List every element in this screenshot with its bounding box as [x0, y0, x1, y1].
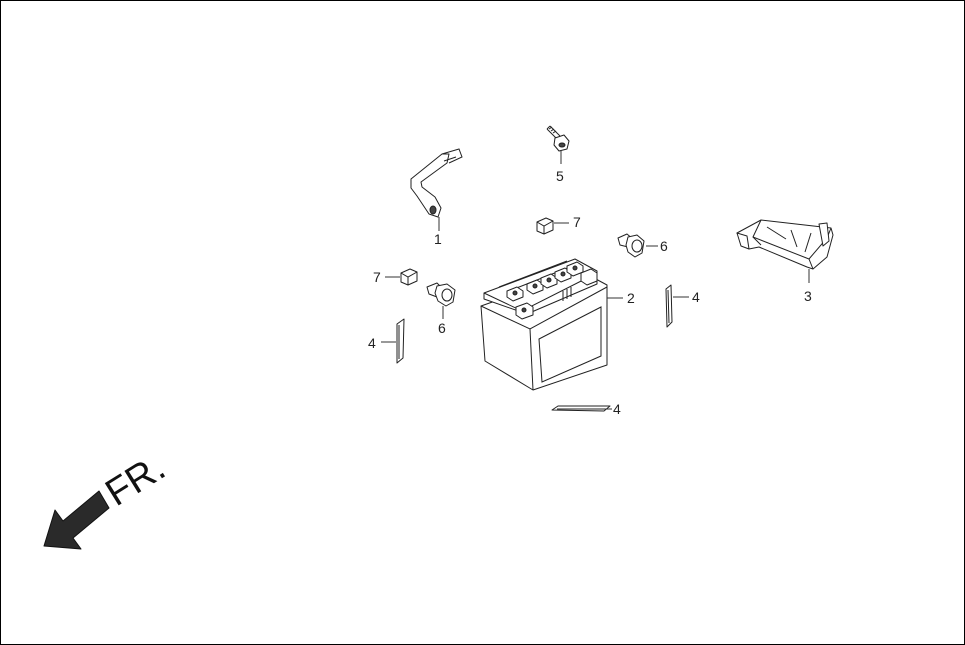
part-2-battery	[480, 258, 623, 391]
callout-1: 1	[434, 231, 442, 247]
part-4-pad-bottom	[551, 405, 612, 412]
callout-7-upper: 7	[573, 214, 581, 230]
part-7-nut-left	[385, 268, 418, 286]
callout-2: 2	[627, 290, 635, 306]
part-7-nut-upper	[536, 217, 569, 235]
part-3-battery-tray	[736, 219, 834, 283]
front-direction-arrow-icon	[43, 490, 110, 550]
callout-4-bottom: 4	[613, 401, 621, 417]
part-4-pad-left	[381, 318, 405, 364]
callout-5: 5	[556, 168, 564, 184]
part-4-pad-right	[665, 284, 689, 328]
part-6-bolt-left	[426, 282, 456, 319]
part-5-bolt	[546, 125, 570, 164]
part-6-bolt-right	[617, 233, 658, 258]
callout-3: 3	[804, 288, 812, 304]
callout-4-right: 4	[692, 289, 700, 305]
callout-4-left: 4	[368, 335, 376, 351]
callout-6-right: 6	[660, 238, 668, 254]
callout-6-left: 6	[438, 320, 446, 336]
front-direction-label: FR.	[99, 447, 173, 515]
part-1-bracket	[410, 148, 463, 231]
callout-7-left: 7	[373, 269, 381, 285]
